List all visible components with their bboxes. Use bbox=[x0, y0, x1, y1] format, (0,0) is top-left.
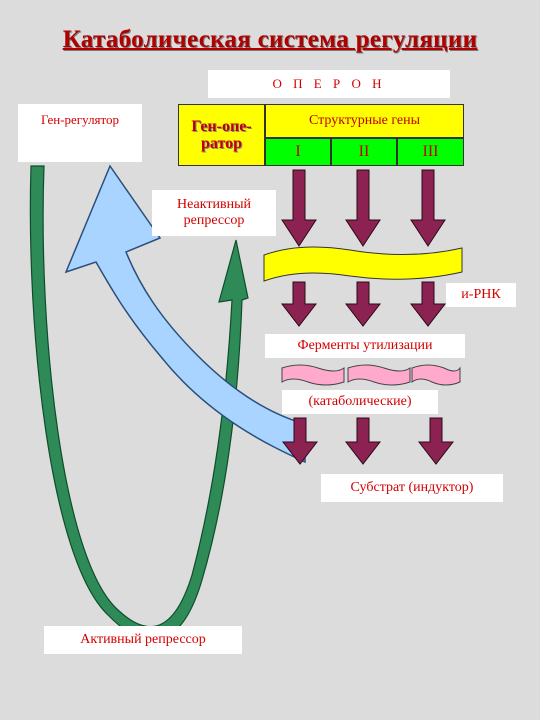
operon-label-text: О П Е Р О Н bbox=[272, 76, 386, 91]
operator-gene-box: Ген-опе- ратор bbox=[178, 104, 265, 166]
enzyme-ribbon-3 bbox=[411, 364, 461, 386]
gene-2-label: II bbox=[358, 143, 370, 160]
inactive-repressor-box: Неактивный репрессор bbox=[152, 190, 276, 236]
active-repressor-label: Активный репрессор bbox=[80, 632, 206, 647]
catabolic-label-box: (катаболические) bbox=[282, 390, 438, 414]
down-arrow-mrna-2 bbox=[344, 281, 382, 327]
structural-genes-header: Структурные гены bbox=[265, 104, 464, 138]
structural-gene-1: I bbox=[265, 138, 331, 166]
structural-gene-2: II bbox=[331, 138, 397, 166]
substrate-label: Субстрат (индуктор) bbox=[350, 480, 474, 495]
operator-gene-line-2: ратор bbox=[200, 135, 242, 152]
inactive-repressor-line-1: Неактивный bbox=[177, 197, 251, 212]
regulator-gene-box: Ген-регулятор bbox=[18, 104, 142, 162]
down-arrow-mrna-1 bbox=[280, 281, 318, 327]
down-arrow-enzyme-2 bbox=[344, 417, 382, 465]
mrna-label-box: и-РНК bbox=[446, 283, 516, 307]
enzyme-ribbon-2 bbox=[347, 364, 411, 386]
enzymes-label-box: Ферменты утилизации bbox=[265, 334, 465, 358]
active-repressor-box: Активный репрессор bbox=[44, 626, 242, 654]
enzyme-ribbon-1 bbox=[281, 364, 345, 386]
gene-1-label: I bbox=[295, 143, 301, 160]
down-arrow-enzyme-3 bbox=[417, 417, 455, 465]
down-arrow-gene-3 bbox=[410, 169, 446, 247]
diagram-title: Катаболическая система регуляции bbox=[62, 26, 478, 53]
down-arrow-enzyme-1 bbox=[281, 417, 319, 465]
operon-label: О П Е Р О Н bbox=[208, 70, 450, 98]
enzymes-label: Ферменты утилизации bbox=[297, 338, 433, 353]
mrna-band bbox=[263, 246, 463, 282]
down-arrow-mrna-3 bbox=[409, 281, 447, 327]
green-loop-arrow bbox=[29, 165, 249, 641]
substrate-label-box: Субстрат (индуктор) bbox=[321, 474, 503, 502]
mrna-label: и-РНК bbox=[461, 287, 501, 302]
blue-curved-arrow bbox=[64, 164, 306, 464]
structural-gene-3: III bbox=[397, 138, 464, 166]
down-arrow-gene-1 bbox=[281, 169, 317, 247]
structural-genes-label: Структурные гены bbox=[308, 113, 421, 128]
catabolic-label: (катаболические) bbox=[308, 394, 412, 409]
operator-gene-line-1: Ген-опе- bbox=[191, 118, 252, 135]
inactive-repressor-line-2: репрессор bbox=[183, 213, 245, 228]
gene-3-label: III bbox=[422, 143, 439, 160]
regulator-gene-label: Ген-регулятор bbox=[40, 112, 120, 127]
down-arrow-gene-2 bbox=[345, 169, 381, 247]
